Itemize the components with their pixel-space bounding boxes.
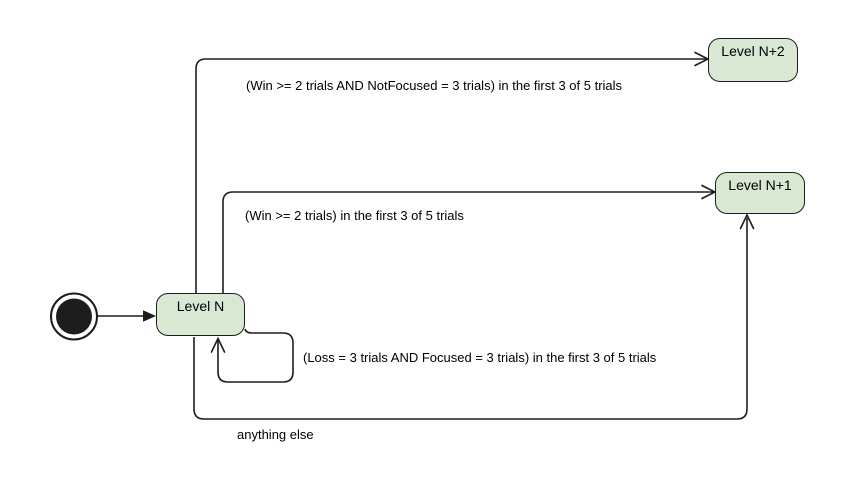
- transition-label-loss-focused: (Loss = 3 trials AND Focused = 3 trials)…: [303, 350, 657, 365]
- open-arrowhead-self-loop-icon: [210, 336, 226, 353]
- transition-label-win-notfocused: (Win >= 2 trials AND NotFocused = 3 tria…: [246, 78, 623, 93]
- transition-line-to-level-n2: [195, 58, 706, 293]
- self-loop-line: [217, 328, 294, 383]
- transition-line-to-level-n1: [222, 191, 713, 293]
- transition-line-anything-else: [193, 218, 748, 420]
- initial-arrowhead-icon: [143, 310, 156, 322]
- transition-label-win: (Win >= 2 trials) in the first 3 of 5 tr…: [245, 208, 464, 223]
- open-arrowhead-anything-else-icon: [739, 213, 755, 230]
- state-level-n-label: Level N: [176, 298, 225, 314]
- state-level-n-plus-2: Level N+2: [708, 38, 798, 82]
- state-level-n-plus-2-label: Level N+2: [721, 43, 785, 59]
- state-level-n-plus-1-label: Level N+1: [728, 177, 792, 193]
- state-level-n: Level N: [156, 293, 245, 336]
- initial-state-dot: [56, 298, 92, 335]
- transition-label-anything-else: anything else: [237, 427, 314, 442]
- state-level-n-plus-1: Level N+1: [715, 172, 805, 214]
